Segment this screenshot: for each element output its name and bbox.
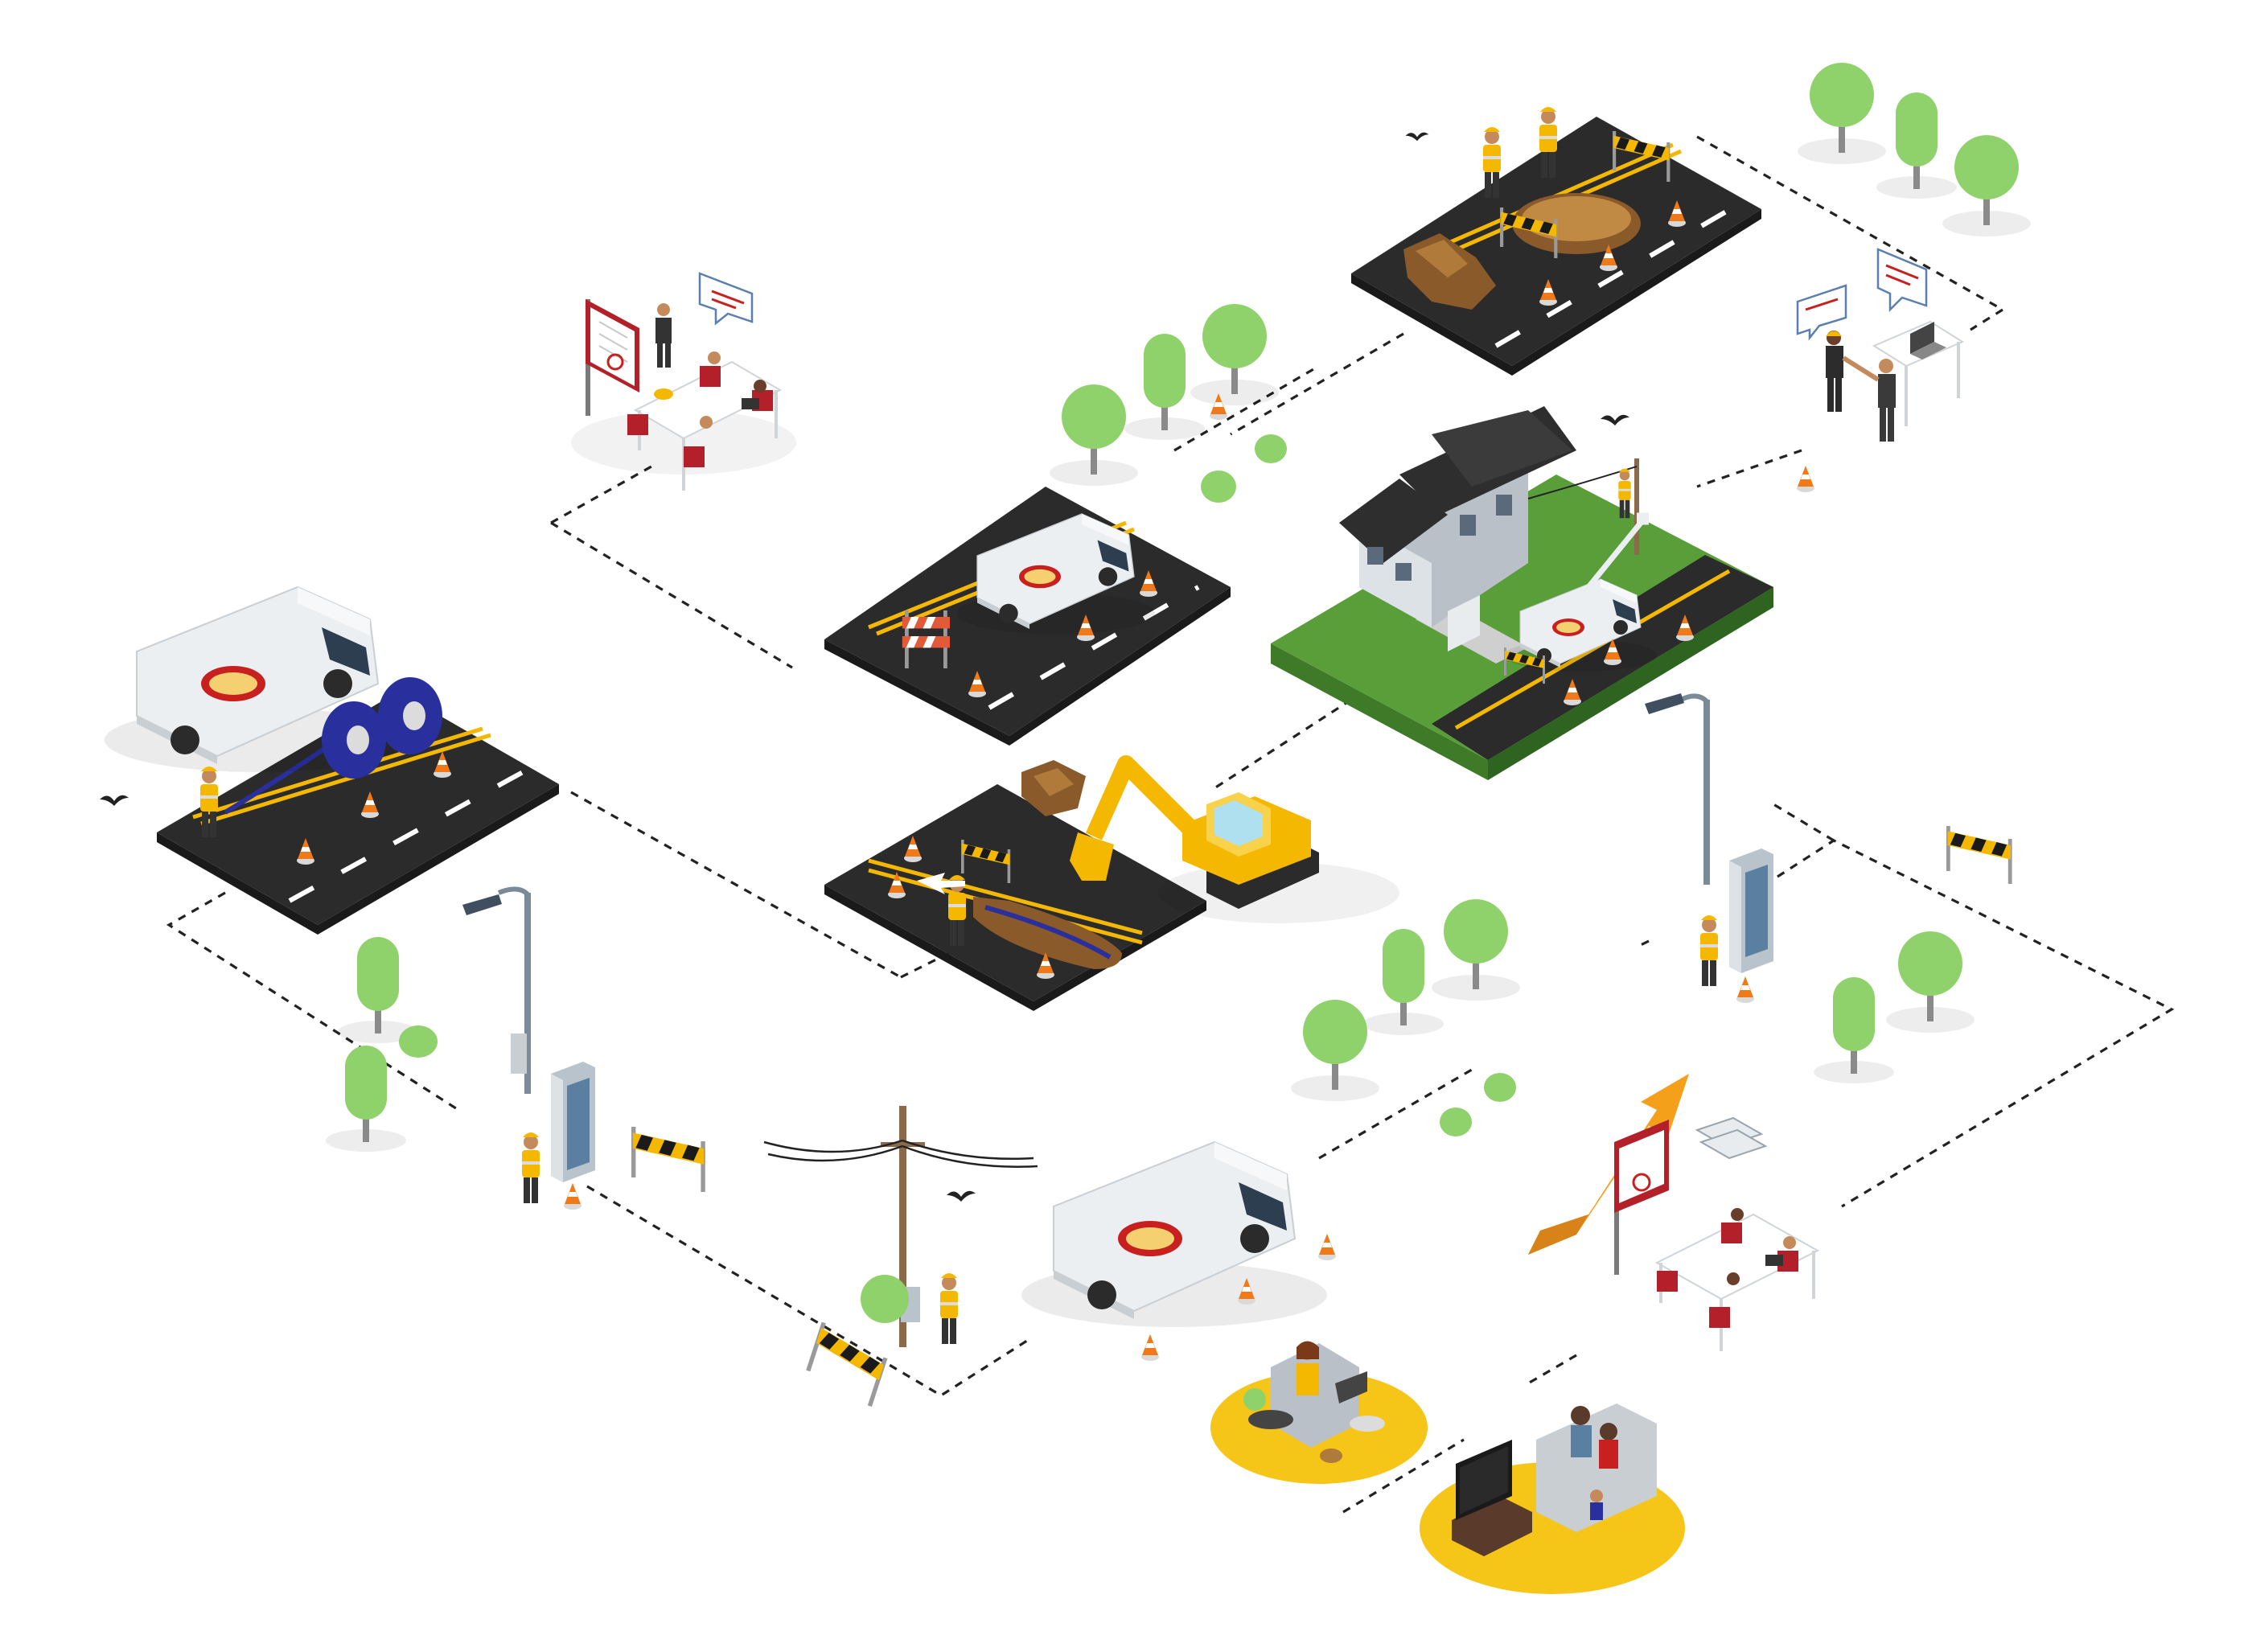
street-light-icon — [1645, 693, 1710, 885]
bucket-truck-icon — [1503, 512, 1658, 672]
whiteboard-icon — [1614, 1120, 1669, 1275]
road-cable-laying — [100, 586, 559, 935]
excavator-icon — [1021, 755, 1399, 923]
barrier-icon — [1946, 826, 2012, 884]
whiteboard-icon — [586, 299, 639, 416]
barrier-icon — [631, 1127, 705, 1192]
planning-meeting-icon — [1654, 1116, 1820, 1351]
service-van-icon — [1021, 1141, 1328, 1328]
excavation-pit-icon — [1351, 107, 1761, 376]
chat-bubble-icon — [1796, 248, 1928, 341]
trench-icon — [824, 784, 1206, 1011]
road-survey-icon — [824, 487, 1231, 746]
handshake-contract-icon — [1796, 248, 1965, 492]
family-tv-icon — [1420, 1403, 1685, 1594]
network-cabinet-icon — [1729, 849, 1773, 973]
cable-drum-icon — [322, 677, 442, 779]
tree-icon — [1798, 63, 2031, 236]
planning-meeting-icon — [571, 272, 796, 491]
barrier-icon — [801, 1321, 892, 1407]
bird-icon — [100, 795, 129, 806]
street-light-icon — [462, 886, 531, 1094]
worker-icon — [522, 1132, 540, 1203]
utility-pole-icon — [763, 1106, 1038, 1347]
chat-bubble-icon — [698, 272, 754, 326]
barrier-icon — [902, 610, 950, 668]
laptop-icon — [1910, 322, 1946, 360]
network-cabinet-icon — [551, 1062, 595, 1182]
tree-icon — [1050, 304, 1287, 503]
tree-icon — [1291, 899, 1975, 1136]
home-office-icon — [1210, 1341, 1428, 1484]
worker-icon — [1700, 915, 1718, 986]
house-connection-icon — [1271, 406, 1773, 780]
growth-chart-icon — [1528, 1074, 1689, 1255]
tree-icon — [326, 937, 438, 1152]
